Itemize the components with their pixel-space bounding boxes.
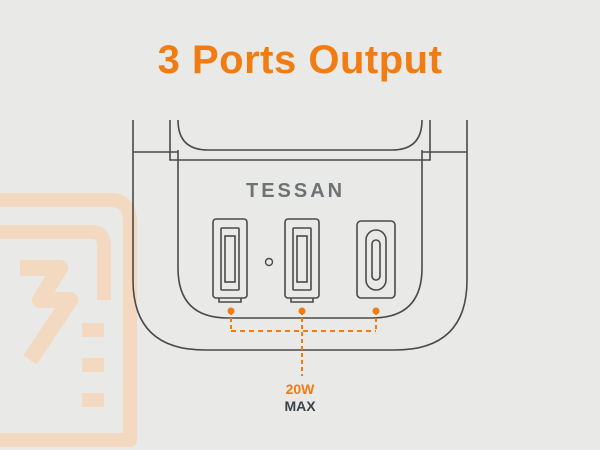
status-led-icon	[264, 257, 274, 267]
headline: 3 Ports Output	[157, 38, 443, 82]
port-callout-lines	[230, 311, 377, 376]
power-limit-label: MAX	[284, 398, 316, 414]
charger-watermark-icon	[0, 193, 137, 447]
power-rating: 20W	[285, 381, 315, 397]
brand-logo: TESSAN	[246, 180, 346, 202]
usb-a-port-icon	[284, 218, 320, 303]
callout-dots	[227, 307, 380, 315]
power-strip-outline	[132, 119, 468, 351]
usb-a-port-icon	[212, 218, 248, 303]
usb-c-port-icon	[356, 220, 396, 299]
